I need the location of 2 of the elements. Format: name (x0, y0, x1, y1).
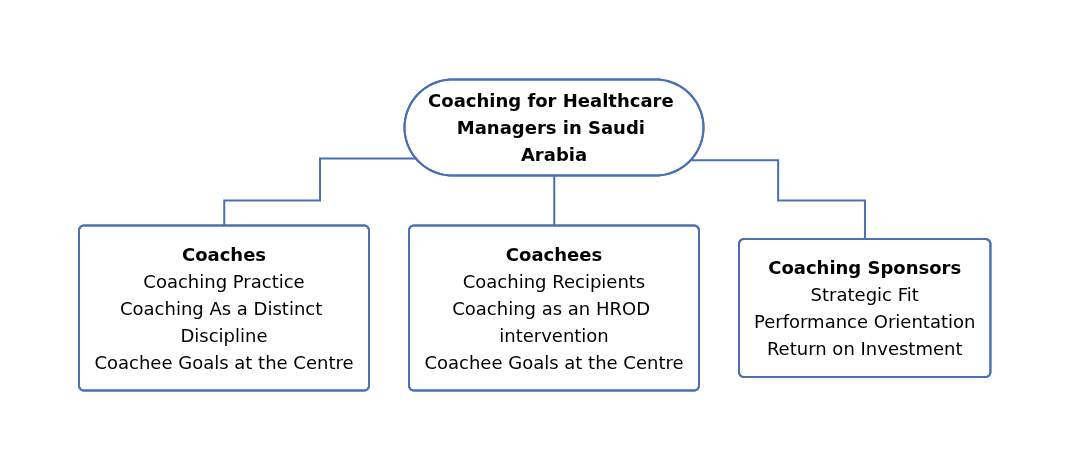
connector (690, 159, 867, 241)
connector (553, 175, 556, 227)
